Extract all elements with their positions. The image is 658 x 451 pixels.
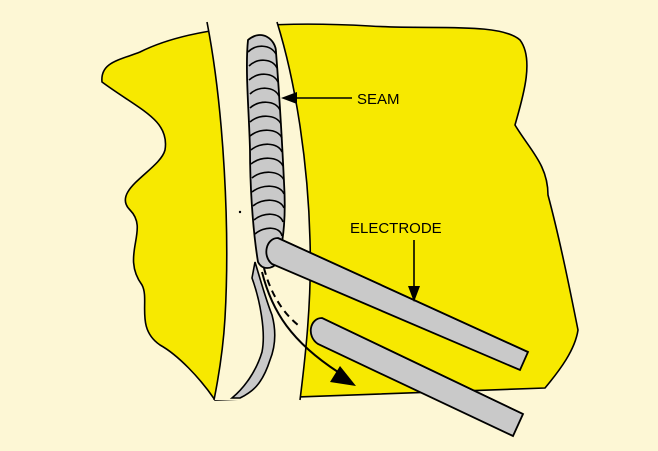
electrode-label: ELECTRODE [350,220,442,237]
stray-dot [239,211,241,213]
seam-label: SEAM [357,91,400,108]
